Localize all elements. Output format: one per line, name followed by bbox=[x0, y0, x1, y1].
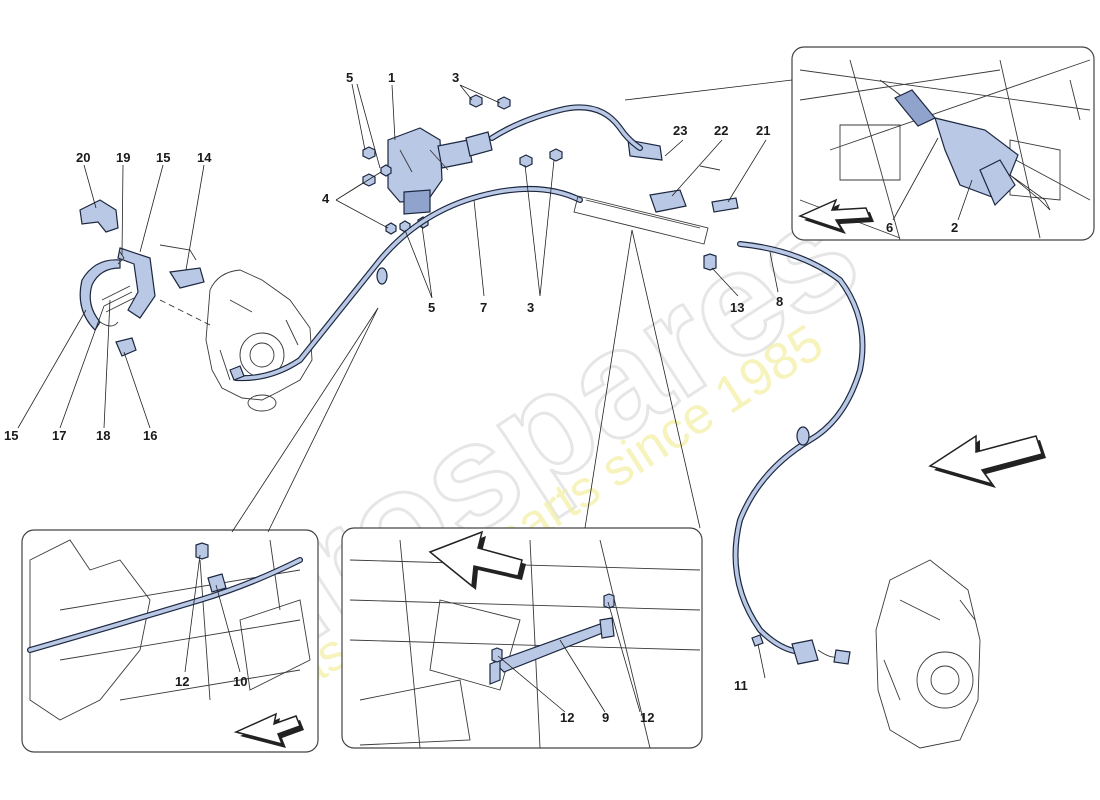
callout-3: 3 bbox=[452, 70, 459, 85]
callout-14: 14 bbox=[197, 150, 212, 165]
direction-arrow-icon bbox=[797, 198, 874, 234]
callout-6: 6 bbox=[886, 220, 893, 235]
callout-1: 1 bbox=[388, 70, 395, 85]
callout-13: 13 bbox=[730, 300, 744, 315]
cable-equalizer-bracket bbox=[573, 195, 709, 245]
callout-15: 15 bbox=[156, 150, 170, 165]
cable-lever-bracket-icon bbox=[894, 89, 1051, 211]
callout-21: 21 bbox=[756, 123, 770, 138]
callout-3: 3 bbox=[527, 300, 534, 315]
callout-5: 5 bbox=[428, 300, 435, 315]
callout-15: 15 bbox=[4, 428, 18, 443]
direction-arrow-icon bbox=[233, 712, 304, 748]
callout-11: 11 bbox=[734, 678, 748, 693]
callout-labels: 1 3 5 4 5 7 3 23 22 21 13 8 6 2 20 19 15… bbox=[4, 70, 958, 725]
direction-arrow-icon bbox=[428, 530, 526, 590]
callout-17: 17 bbox=[52, 428, 66, 443]
callout-2: 2 bbox=[951, 220, 958, 235]
callout-9: 9 bbox=[602, 710, 609, 725]
callout-19: 19 bbox=[116, 150, 130, 165]
front-cable bbox=[229, 104, 643, 382]
rear-knuckle bbox=[875, 559, 981, 749]
callout-leaders bbox=[17, 83, 779, 679]
callout-22: 22 bbox=[714, 123, 728, 138]
direction-arrow-icon bbox=[928, 434, 1046, 488]
callout-5: 5 bbox=[346, 70, 353, 85]
callout-12: 12 bbox=[640, 710, 654, 725]
callout-10: 10 bbox=[233, 674, 247, 689]
rear-cable bbox=[732, 241, 866, 665]
callout-23: 23 bbox=[673, 123, 687, 138]
callout-20: 20 bbox=[76, 150, 90, 165]
wheel-knuckle bbox=[205, 269, 313, 412]
callout-4: 4 bbox=[322, 191, 330, 206]
callout-16: 16 bbox=[143, 428, 157, 443]
callout-12: 12 bbox=[175, 674, 189, 689]
inset-top-right bbox=[791, 46, 1095, 241]
inset-bottom-left bbox=[21, 529, 319, 753]
inset-bottom-middle bbox=[341, 527, 703, 749]
callout-12: 12 bbox=[560, 710, 574, 725]
parking-brake-actuator bbox=[387, 127, 493, 215]
brake-shoe-assembly bbox=[79, 199, 205, 357]
callout-7: 7 bbox=[480, 300, 487, 315]
callout-18: 18 bbox=[96, 428, 110, 443]
callout-8: 8 bbox=[776, 294, 783, 309]
